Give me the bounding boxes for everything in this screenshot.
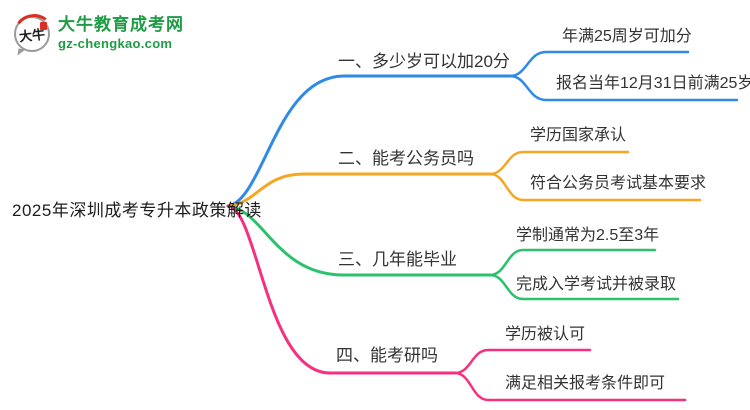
branch-3-child-1-line [488,248,657,277]
branch-4-child-1: 学历被认可 [505,326,586,343]
branch-4-line [226,204,457,375]
branch-2-topic: 二、能考公务员吗 [338,149,474,168]
branch-1-child-2: 报名当年12月31日前满25岁 [556,75,750,92]
branch-1-line [226,74,512,208]
branch-3-line [226,204,492,277]
branch-2-child-2: 符合公务员考试基本要求 [530,175,707,192]
branch-2-child-2-line [488,172,702,202]
logo-text-block: 大牛教育成考网 gz-chengkao.com [58,12,184,50]
branch-3-child-1: 学制通常为2.5至3年 [516,227,660,244]
branch-3-child-2-line [488,273,680,301]
site-url: gz-chengkao.com [58,36,173,51]
branch-3-topic: 三、几年能毕业 [338,250,457,269]
branch-4-child-2-line [453,371,687,402]
branch-1-child-2-line [508,74,739,102]
branch-2-child-1: 学历国家承认 [530,127,627,144]
ox-logo-icon: 大牛 [10,11,58,59]
site-name: 大牛教育成考网 [58,15,184,34]
branch-4-child-2: 满足相关报考条件即可 [505,375,666,392]
site-logo: 大牛 大牛教育成考网 gz-chengkao.com [10,11,184,59]
branch-2-child-1-line [488,150,630,176]
branch-4-child-1-line [453,348,592,375]
root-topic: 2025年深圳成考专升本政策解读 [12,201,262,220]
branch-4-topic: 四、能考研吗 [336,346,438,365]
branch-1-child-1-line [508,50,690,78]
branch-1-child-1: 年满25周岁可加分 [562,28,692,45]
branch-2-line [226,172,492,208]
branch-1-topic: 一、多少岁可以加20分 [338,52,510,71]
logo-seal-icon [40,22,47,30]
branch-3-child-2: 完成入学考试并被录取 [516,276,677,293]
logo-bubble-tail [17,48,26,57]
